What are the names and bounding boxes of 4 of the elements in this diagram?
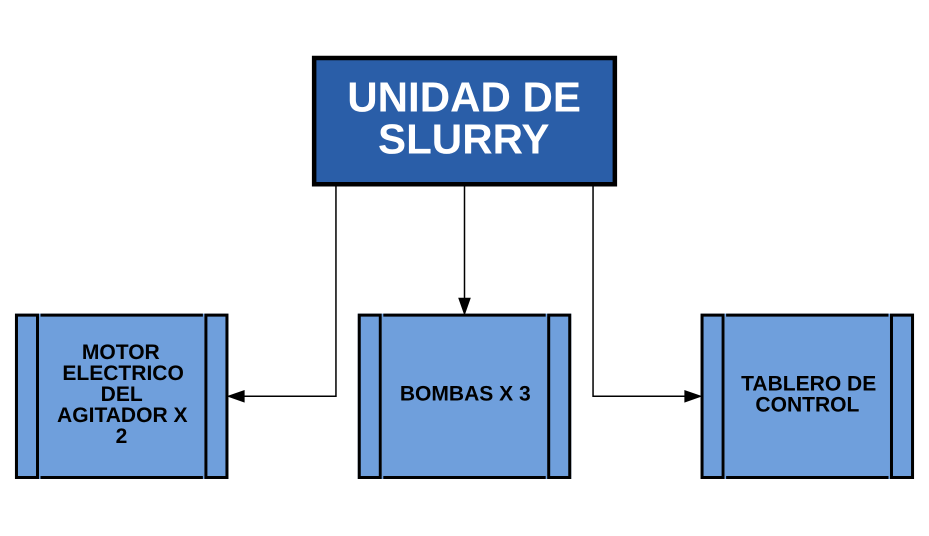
arrow	[226, 184, 337, 402]
arrow	[458, 184, 471, 316]
node-box: UNIDAD DE SLURRY	[312, 55, 618, 186]
arrow	[592, 184, 702, 402]
